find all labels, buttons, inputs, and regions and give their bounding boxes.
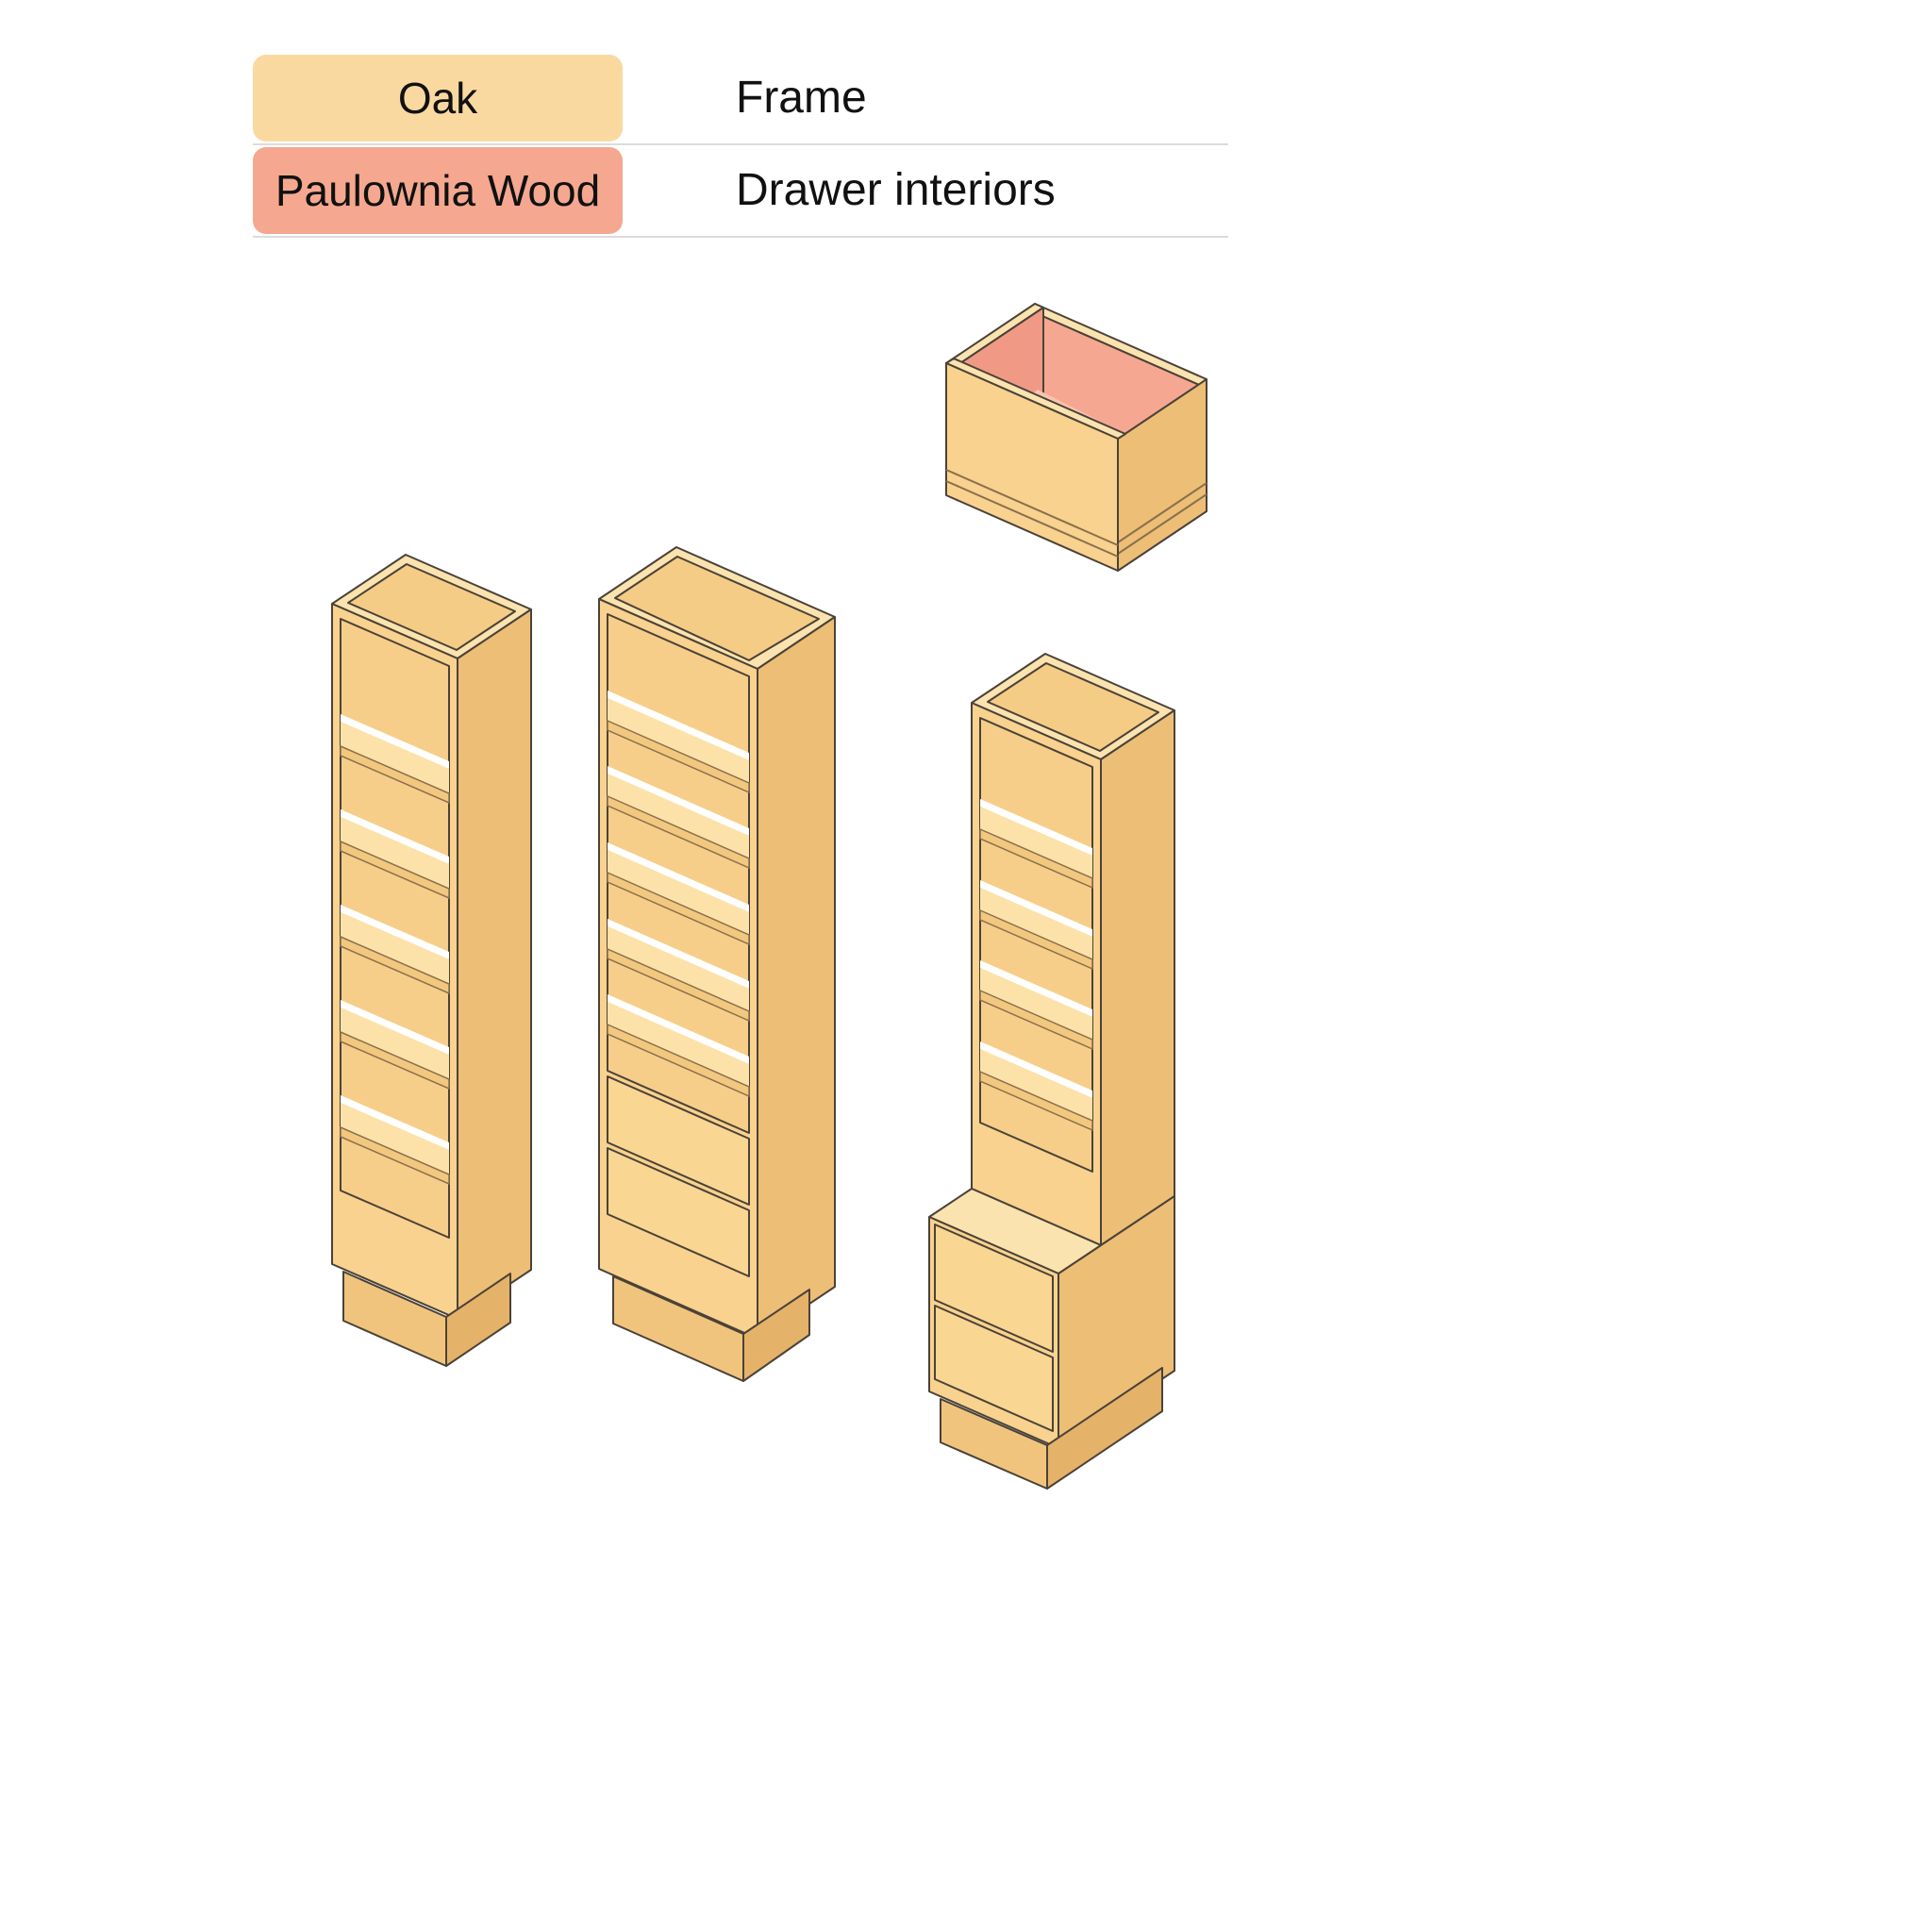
shelf-top [608,1002,749,1087]
shelf-top [980,807,1092,878]
shelf-gap-highlight [980,880,1092,937]
shelf-gap-highlight [980,799,1092,856]
shelf-front-edge [607,1023,750,1098]
legend-row-drawer-interiors: Paulownia Wood Drawer interiors [253,145,1228,238]
bookcase-side-panel [457,608,532,1320]
shelf-front-edge [979,908,1093,971]
materials-legend: Oak Frame Paulownia Wood Drawer interior… [253,53,1228,238]
shelf-front-edge [607,947,750,1023]
bookcase-drawer-base-illustration [928,653,1175,1490]
shelf-front-edge [340,935,450,995]
drawer-front-upper [934,1224,1054,1353]
shelf-gap-highlight [341,809,449,864]
shelf-top [608,698,749,783]
material-label-paulownia: Paulownia Wood [275,166,601,215]
legend-row-frame: Oak Frame [253,53,1228,145]
shelf-top [341,912,449,984]
shelf-front-edge [979,989,1093,1051]
part-label-drawer-interiors: Drawer interiors [736,165,1056,215]
plinth-side [742,1289,810,1382]
shelf-gap-highlight [341,905,449,959]
shelf-front-edge [340,840,450,900]
drawer-side-groove [1117,482,1208,543]
shelf-top [608,774,749,858]
shelf-top [608,926,749,1011]
shelf-front-edge [340,744,450,805]
paulownia-color-swatch: Paulownia Wood [253,147,623,234]
shelf-gap-highlight [980,960,1092,1017]
tower-side-panel [1100,709,1175,1246]
shelf-gap-highlight [608,842,749,912]
drawer-front-lower [607,1147,750,1277]
material-label-oak: Oak [397,74,478,123]
part-label-frame: Frame [736,73,867,123]
shelf-top [980,888,1092,959]
shelf-gap-highlight [341,1000,449,1055]
shelf-front-edge [979,1070,1093,1132]
shelf-gap-highlight [608,766,749,836]
bookcase-side-panel [757,616,836,1340]
drawer-side-groove [1117,493,1208,555]
shelf-front-edge [979,827,1093,890]
bookcase-wide-illustration [598,546,836,1382]
shelf-top [341,817,449,889]
shelf-top [608,850,749,935]
drawer-front-panel [945,362,1119,572]
shelf-front-edge [607,719,750,794]
bookcase-top-recess [347,563,516,651]
drawer-front-upper [607,1075,750,1206]
drawer-front-groove [945,480,1119,558]
shelf-gap-highlight [608,994,749,1064]
shelf-gap-highlight [608,919,749,989]
bookcase-narrow-illustration [331,554,532,1367]
oak-color-swatch: Oak [253,55,623,142]
plinth-side [1046,1367,1163,1490]
shelf-gap-highlight [341,1095,449,1150]
bookcase-top-recess [987,662,1159,752]
bookcase-top-recess [614,556,820,661]
drawer-front-groove [945,469,1119,546]
drawer-front-lower [934,1305,1054,1432]
shelf-gap-highlight [980,1041,1092,1098]
shelf-front-edge [607,871,750,946]
shelf-top [980,1049,1092,1121]
shelf-top [341,1008,449,1079]
open-drawer-illustration [945,303,1208,572]
shelf-top [980,968,1092,1040]
shelf-top [341,1103,449,1174]
shelf-front-edge [340,1125,450,1186]
shelf-top [341,722,449,793]
shelf-gap-highlight [341,714,449,769]
shelf-gap-highlight [608,691,749,760]
shelf-front-edge [607,794,750,870]
shelf-front-edge [340,1030,450,1091]
plinth-side [445,1273,511,1367]
